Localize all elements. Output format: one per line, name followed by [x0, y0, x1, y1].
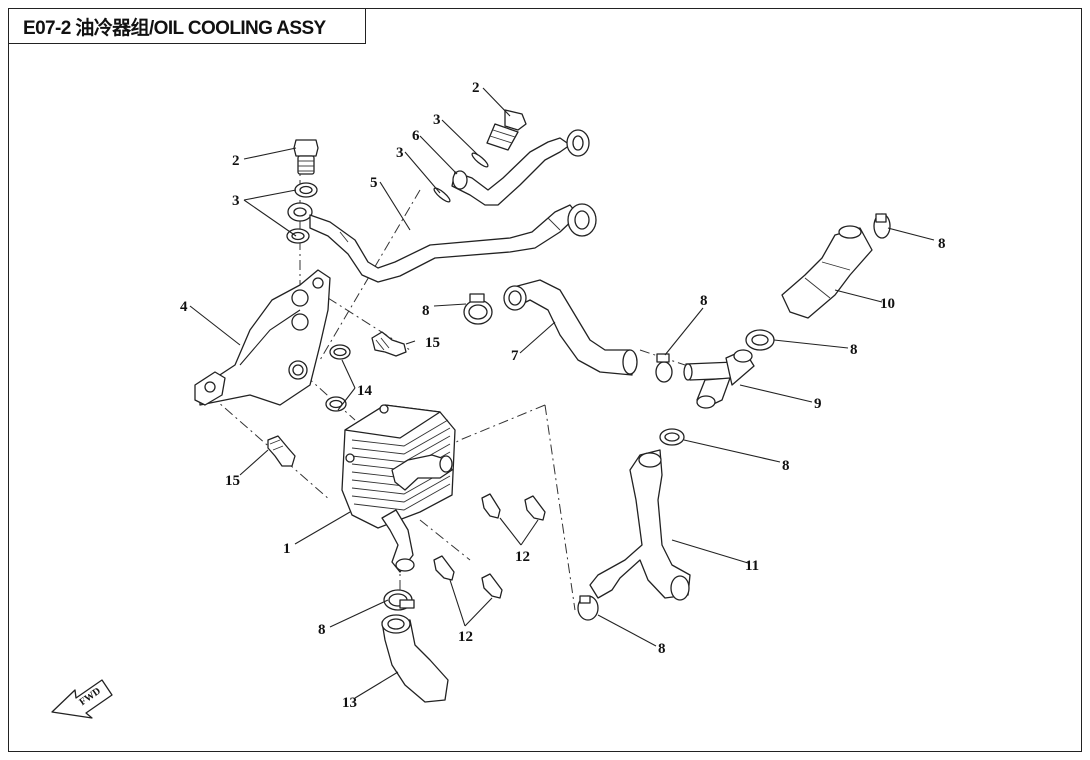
- clamp-mid-part-8: [655, 353, 673, 383]
- hose-part-7: [503, 279, 638, 376]
- label-part-6: 6: [412, 128, 420, 144]
- label-part-3: 3: [433, 112, 441, 128]
- label-part-8: 8: [318, 622, 326, 638]
- label-part-8: 8: [850, 342, 858, 358]
- label-part-11: 11: [745, 558, 759, 574]
- o-rings-part-14: [325, 344, 351, 412]
- page-title: E07-2 油冷器组/OIL COOLING ASSY: [23, 17, 326, 39]
- hose-connector-part-6: [451, 129, 590, 206]
- drawing-frame: [8, 8, 1082, 752]
- clamp-right-top-part-8: [873, 213, 891, 239]
- oil-line-part-5: [309, 203, 597, 283]
- label-part-8: 8: [700, 293, 708, 309]
- label-part-3: 3: [396, 145, 404, 161]
- label-part-15: 15: [425, 335, 440, 351]
- washers-left-part-3: [286, 182, 318, 244]
- title-box: E07-2 油冷器组/OIL COOLING ASSY: [8, 8, 366, 44]
- clamp-right-low-part-8: [659, 428, 685, 446]
- label-part-5: 5: [370, 175, 378, 191]
- part-labels: 1 2 2 3 3 3 4 5 6 7 8 8 8 8 8 8 8 9 10 1…: [180, 80, 946, 711]
- banjo-bolt-top-part-2: [486, 109, 527, 151]
- label-part-2: 2: [472, 80, 480, 96]
- leader-lines: [189, 87, 935, 699]
- clamp-right-mid-part-8: [745, 329, 775, 351]
- label-part-9: 9: [814, 396, 822, 412]
- label-part-14: 14: [357, 383, 373, 399]
- label-part-12: 12: [458, 629, 473, 645]
- bolt-lower-part-15: [267, 435, 296, 467]
- label-part-1: 1: [283, 541, 291, 557]
- label-part-12: 12: [515, 549, 530, 565]
- label-part-13: 13: [342, 695, 357, 711]
- bracket-part-4: [194, 269, 331, 406]
- hose-part-11: [589, 449, 691, 601]
- label-part-3: 3: [232, 193, 240, 209]
- oil-cooler-part-1: [341, 404, 456, 573]
- fwd-arrow-icon: FWD: [51, 679, 113, 719]
- clamp-bottom-right-part-8: [577, 595, 599, 621]
- clamp-lower-left-part-8: [383, 589, 415, 611]
- screws-part-12: [433, 493, 546, 599]
- banjo-bolt-left-part-2: [293, 139, 319, 175]
- tee-fitting-part-9: [683, 349, 755, 409]
- hose-part-10: [781, 225, 873, 319]
- label-part-7: 7: [511, 348, 519, 364]
- label-part-10: 10: [880, 296, 895, 312]
- label-part-8: 8: [658, 641, 666, 657]
- hose-part-13: [381, 614, 449, 703]
- label-part-15: 15: [225, 473, 240, 489]
- label-part-2: 2: [232, 153, 240, 169]
- clamp-upper-part-8: [463, 293, 493, 325]
- label-part-8: 8: [422, 303, 430, 319]
- label-part-4: 4: [180, 299, 188, 315]
- label-part-8: 8: [782, 458, 790, 474]
- label-part-8: 8: [938, 236, 946, 252]
- washers-top-part-3: [433, 152, 489, 203]
- bolt-upper-part-15: [371, 331, 407, 357]
